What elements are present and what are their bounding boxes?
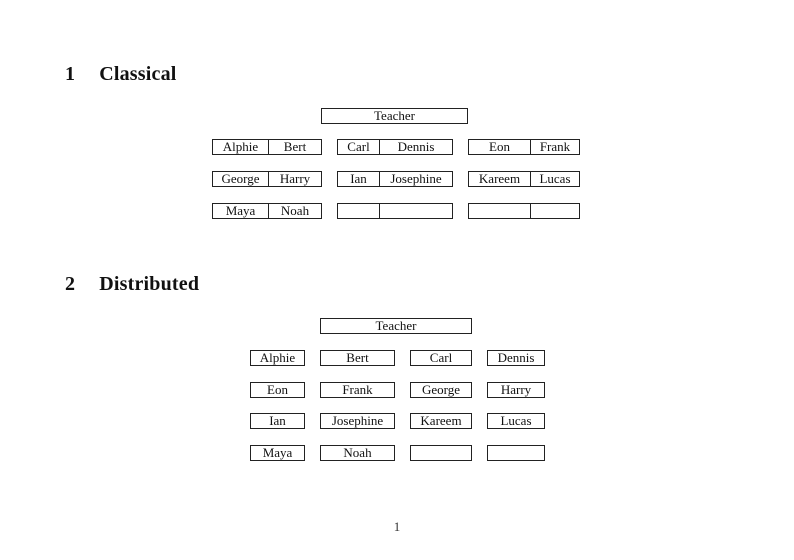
desk: Josephine bbox=[320, 413, 395, 429]
desk-cell: Lucas bbox=[530, 172, 579, 186]
desk: Alphie Bert bbox=[212, 139, 322, 155]
desk: Eon Frank bbox=[468, 139, 580, 155]
desk-cell: Maya bbox=[225, 204, 256, 218]
page-number: 1 bbox=[393, 519, 401, 534]
desk: Alphie bbox=[250, 350, 305, 366]
teacher-box: Teacher bbox=[320, 318, 472, 334]
desk: Kareem bbox=[410, 413, 472, 429]
desk-cell: Lucas bbox=[500, 414, 532, 428]
desk bbox=[337, 203, 453, 219]
desk-cell: Maya bbox=[262, 446, 293, 460]
desk bbox=[487, 445, 545, 461]
desk: Carl Dennis bbox=[337, 139, 453, 155]
desk-cell: George bbox=[221, 172, 260, 186]
desk: Kareem Lucas bbox=[468, 171, 580, 187]
desk-cell: Bert bbox=[346, 351, 369, 365]
section-number: 1 bbox=[65, 63, 76, 85]
desk-cell: Josephine bbox=[379, 172, 452, 186]
desk: Dennis bbox=[487, 350, 545, 366]
desk-cell: Frank bbox=[342, 383, 373, 397]
desk: Lucas bbox=[487, 413, 545, 429]
desk-cell bbox=[488, 446, 544, 460]
desk-cell bbox=[530, 204, 579, 218]
desk-cell: Ian bbox=[350, 172, 367, 186]
desk-cell: Kareem bbox=[420, 414, 462, 428]
desk-cell: Bert bbox=[268, 140, 321, 154]
teacher-label: Teacher bbox=[375, 319, 417, 333]
desk: Maya Noah bbox=[212, 203, 322, 219]
section-title: Classical bbox=[99, 63, 177, 85]
desk-cell: Dennis bbox=[379, 140, 452, 154]
desk-cell: Carl bbox=[429, 351, 453, 365]
desk-cell bbox=[469, 204, 530, 218]
desk: Frank bbox=[320, 382, 395, 398]
desk-cell bbox=[338, 204, 379, 218]
desk: George bbox=[410, 382, 472, 398]
desk-cell bbox=[411, 446, 471, 460]
desk-cell: Josephine bbox=[331, 414, 384, 428]
desk-cell: Frank bbox=[530, 140, 579, 154]
desk: Eon bbox=[250, 382, 305, 398]
desk-cell: Eon bbox=[489, 140, 510, 154]
desk-cell: Harry bbox=[268, 172, 321, 186]
desk: Ian Josephine bbox=[337, 171, 453, 187]
desk-cell: Eon bbox=[267, 383, 288, 397]
section-number: 2 bbox=[65, 273, 76, 295]
desk-cell bbox=[379, 204, 452, 218]
section-title: Distributed bbox=[99, 273, 200, 295]
desk: Harry bbox=[487, 382, 545, 398]
desk-cell: Kareem bbox=[478, 172, 521, 186]
desk: Maya bbox=[250, 445, 305, 461]
desk-cell: Dennis bbox=[497, 351, 535, 365]
desk: George Harry bbox=[212, 171, 322, 187]
desk-cell: Alphie bbox=[259, 351, 296, 365]
desk bbox=[468, 203, 580, 219]
desk: Carl bbox=[410, 350, 472, 366]
desk: Bert bbox=[320, 350, 395, 366]
desk-cell: Noah bbox=[268, 204, 321, 218]
desk-cell: Noah bbox=[343, 446, 372, 460]
desk bbox=[410, 445, 472, 461]
desk: Ian bbox=[250, 413, 305, 429]
desk-cell: George bbox=[421, 383, 461, 397]
desk: Noah bbox=[320, 445, 395, 461]
section-heading-classical: 1 Classical bbox=[65, 63, 177, 86]
teacher-label: Teacher bbox=[374, 109, 415, 123]
section-heading-distributed: 2 Distributed bbox=[65, 273, 199, 296]
teacher-box: Teacher bbox=[321, 108, 468, 124]
desk-cell: Harry bbox=[500, 383, 532, 397]
desk-cell: Carl bbox=[347, 140, 370, 154]
desk-cell: Alphie bbox=[222, 140, 259, 154]
desk-cell: Ian bbox=[269, 414, 286, 428]
